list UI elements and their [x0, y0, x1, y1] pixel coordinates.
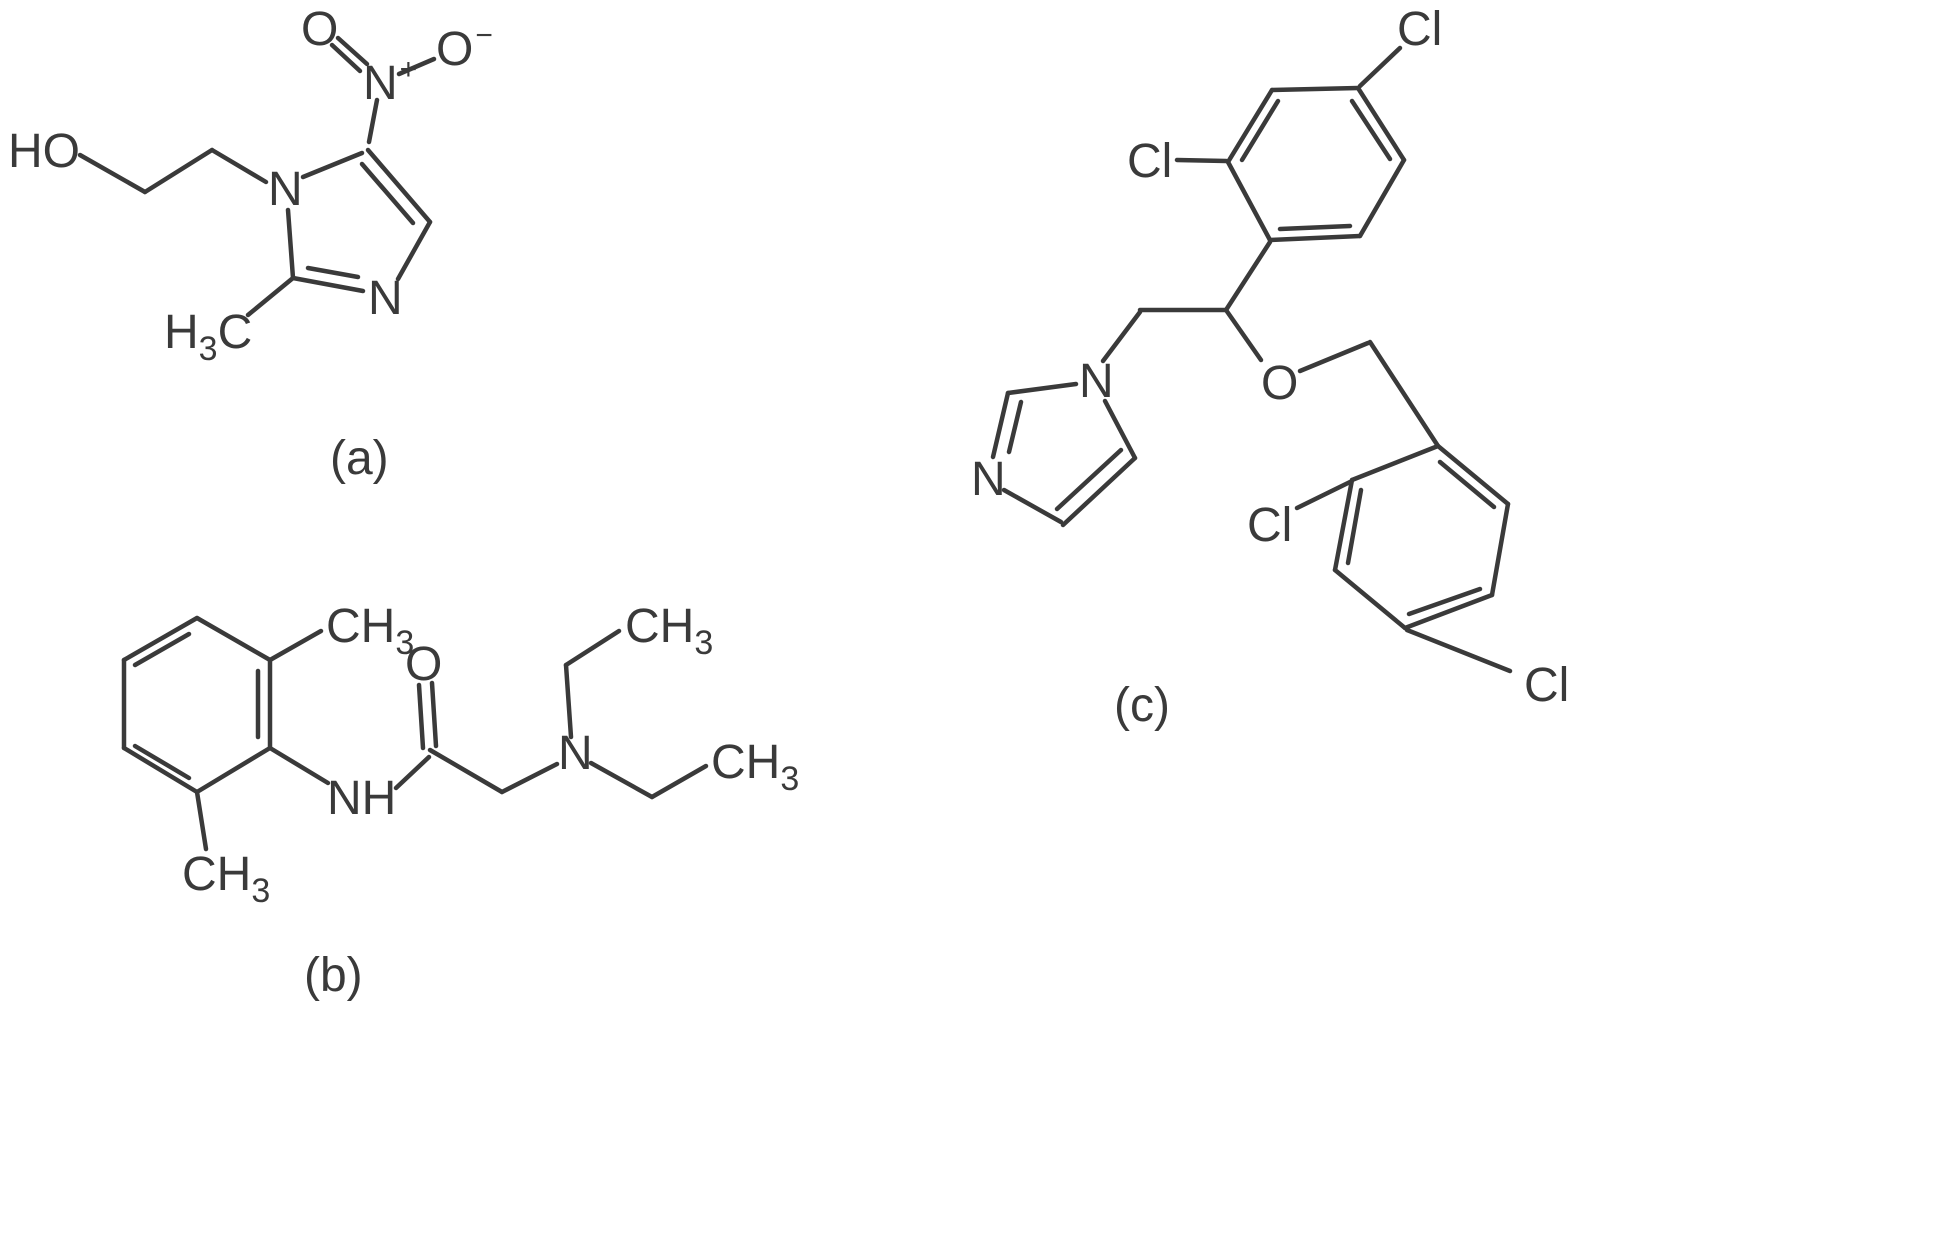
- chlorine-top-para-label: Cl: [1397, 3, 1442, 56]
- carbonyl-oxygen-label: O: [405, 638, 442, 691]
- panel-c-label: (c): [1114, 679, 1170, 732]
- chlorine-bottom-para-label: Cl: [1524, 659, 1569, 712]
- ether-oxygen-label: O: [1261, 357, 1298, 410]
- molecule-b-bonds: [121, 615, 709, 852]
- molecule-a-bonds: [77, 35, 437, 318]
- chlorine-bottom-ortho-label: Cl: [1247, 499, 1292, 552]
- nitro-nitrogen-label: N+: [363, 53, 417, 110]
- amide-nh-label: NH: [327, 772, 396, 825]
- ring-nitrogen-3-label: N: [368, 272, 403, 325]
- amine-nitrogen-label: N: [558, 727, 593, 780]
- molecule-a: HO N N N+ O O− H3C (a): [8, 3, 493, 485]
- imidazole-nitrogen-1-label: N: [1079, 355, 1114, 408]
- ring-nitrogen-1-label: N: [268, 163, 303, 216]
- imidazole-nitrogen-3-label: N: [971, 453, 1006, 506]
- methyl-bottom-label: CH3: [182, 848, 270, 910]
- ethyl-methyl-lower-label: CH3: [711, 736, 799, 798]
- molecule-b: CH3 CH3 NH O N CH3 CH3 (b): [121, 600, 799, 1002]
- molecule-c: N N O Cl Cl Cl Cl (c): [971, 3, 1569, 732]
- methyl-h3c-label: H3C: [164, 306, 252, 368]
- methyl-top-label: CH3: [326, 600, 414, 662]
- chlorine-top-ortho-label: Cl: [1127, 135, 1172, 188]
- nitro-oxygen-double-label: O: [301, 3, 338, 56]
- nitro-oxide-label: O−: [436, 19, 493, 76]
- hydroxyl-label: HO: [8, 125, 80, 178]
- molecule-c-bonds: [990, 45, 1513, 674]
- ethyl-methyl-upper-label: CH3: [625, 600, 713, 662]
- figure-art: HO N N N+ O O− H3C (a): [8, 3, 1569, 1002]
- panel-b-label: (b): [304, 949, 363, 1002]
- panel-a-label: (a): [330, 432, 389, 485]
